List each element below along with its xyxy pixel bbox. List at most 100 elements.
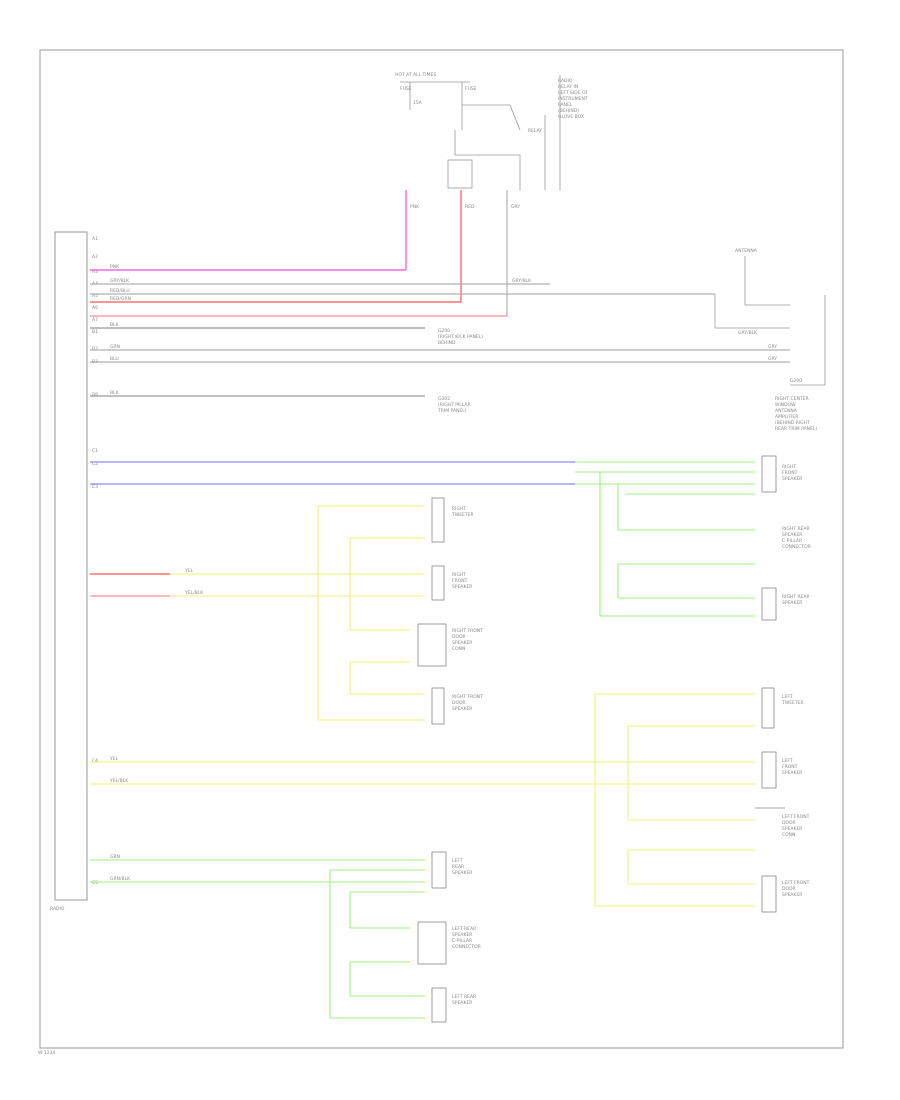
svg-text:LEFT SIDE OF: LEFT SIDE OF — [558, 90, 589, 96]
radio-module[interactable] — [54, 231, 88, 901]
left-rear-speaker-lower[interactable]: LEFT REAR SPEAKER — [431, 987, 476, 1023]
right-front-speaker[interactable]: RIGHT FRONT SPEAKER — [761, 455, 802, 493]
svg-text:LEFT FRONT: LEFT FRONT — [782, 814, 810, 820]
svg-text:G200: G200 — [790, 378, 802, 384]
left-door-speaker[interactable]: LEFT FRONT DOOR SPEAKER — [761, 875, 810, 913]
svg-text:AMPLIFIER: AMPLIFIER — [775, 414, 798, 420]
svg-text:FRONT: FRONT — [452, 578, 468, 584]
module-pins: A1 A2 A3 A4 A5 A6 A7 B1 B2 B3 B8 C1 C2 C… — [92, 236, 98, 886]
right-front-door-speaker-mid[interactable]: RIGHT FRONT SPEAKER — [431, 565, 472, 601]
svg-text:SPEAKER: SPEAKER — [452, 932, 472, 938]
svg-text:SPEAKER: SPEAKER — [782, 476, 802, 482]
svg-text:SPEAKER: SPEAKER — [782, 770, 802, 776]
svg-text:SPEAKER: SPEAKER — [782, 826, 802, 832]
svg-text:LEFT FRONT: LEFT FRONT — [782, 880, 810, 886]
fuse-a-amp: 15A — [413, 100, 423, 106]
svg-text:C1: C1 — [92, 448, 98, 454]
svg-text:FRONT: FRONT — [782, 764, 798, 770]
svg-text:RED/GRN: RED/GRN — [110, 296, 131, 302]
svg-text:GRN: GRN — [110, 344, 120, 350]
svg-text:DOOR: DOOR — [452, 700, 466, 706]
svg-text:SPEAKER: SPEAKER — [452, 870, 472, 876]
svg-text:YEL/BLK: YEL/BLK — [184, 590, 204, 596]
mid-note-b: G302 (RIGHT PILLAR TRIM PANEL) — [437, 396, 471, 414]
svg-text:YEL/BLK: YEL/BLK — [109, 778, 129, 784]
yellow-network-left — [90, 693, 755, 907]
svg-text:C5: C5 — [92, 880, 98, 886]
svg-text:(RIGHT KICK PANEL): (RIGHT KICK PANEL) — [438, 334, 483, 340]
mid-note-a: G200 (RIGHT KICK PANEL) BEHIND — [438, 328, 483, 346]
right-door-speaker[interactable]: RIGHT FRONT DOOR SPEAKER — [431, 687, 483, 725]
svg-text:GRN/BLK: GRN/BLK — [110, 876, 131, 882]
svg-text:SPEAKER: SPEAKER — [782, 600, 802, 606]
svg-text:A6: A6 — [92, 305, 98, 311]
svg-text:LEFT REAR: LEFT REAR — [452, 994, 476, 1000]
svg-text:GRY/BLK: GRY/BLK — [738, 330, 758, 336]
svg-text:(BEHIND RIGHT: (BEHIND RIGHT — [775, 420, 810, 426]
right-tweeter[interactable]: RIGHT TWEETER — [431, 497, 474, 543]
svg-text:YEL: YEL — [109, 756, 119, 762]
svg-text:GLOVE BOX: GLOVE BOX — [558, 114, 584, 120]
svg-text:RED/BLU: RED/BLU — [110, 288, 130, 294]
svg-text:DOOR: DOOR — [452, 634, 466, 640]
svg-text:RIGHT FRONT: RIGHT FRONT — [452, 694, 483, 700]
left-rear-speaker[interactable]: LEFT REAR SPEAKER — [431, 851, 472, 889]
svg-text:LEFT REAR: LEFT REAR — [452, 926, 476, 932]
relay-box[interactable] — [447, 159, 473, 189]
left-rear-connector: LEFT REAR SPEAKER C-PILLAR CONNECTOR — [417, 921, 481, 965]
svg-text:RIGHT: RIGHT — [452, 506, 466, 512]
svg-text:SPEAKER: SPEAKER — [452, 640, 472, 646]
left-tweeter[interactable]: LEFT TWEETER — [761, 687, 804, 729]
svg-text:BEHIND: BEHIND — [438, 340, 456, 346]
svg-text:B8: B8 — [92, 392, 98, 398]
svg-text:TRIM PANEL): TRIM PANEL) — [437, 408, 467, 414]
svg-text:C2: C2 — [92, 461, 98, 467]
svg-text:C-PILLAR: C-PILLAR — [452, 938, 472, 944]
svg-text:INSTRUMENT: INSTRUMENT — [558, 96, 588, 102]
svg-text:GRY/BLK: GRY/BLK — [512, 278, 532, 284]
svg-text:RIGHT REAR: RIGHT REAR — [782, 526, 810, 532]
right-rear-speaker[interactable]: RIGHT REAR SPEAKER — [761, 587, 810, 621]
svg-text:GRN: GRN — [110, 854, 120, 860]
wire-v1-label: PNK — [410, 204, 420, 210]
svg-text:SPEAKER: SPEAKER — [452, 706, 472, 712]
green-network-left — [90, 859, 425, 1019]
svg-text:REAR: REAR — [452, 864, 464, 870]
svg-text:A7: A7 — [92, 317, 98, 323]
svg-text:SPEAKER: SPEAKER — [782, 892, 802, 898]
svg-text:PNK: PNK — [110, 264, 120, 270]
svg-text:LEFT: LEFT — [782, 694, 793, 700]
svg-text:BLU: BLU — [110, 356, 119, 362]
svg-text:(BEHIND): (BEHIND) — [558, 108, 579, 114]
svg-text:C-PILLAR: C-PILLAR — [782, 538, 802, 544]
svg-text:TWEETER: TWEETER — [451, 512, 474, 518]
svg-text:TWEETER: TWEETER — [781, 700, 804, 706]
diagram-frame — [39, 49, 844, 1049]
svg-text:(RIGHT PILLAR: (RIGHT PILLAR — [438, 402, 471, 408]
amp-note: RIGHT CENTER WINDOW ANTENNA AMPLIFIER (B… — [775, 396, 817, 432]
svg-text:RIGHT FRONT: RIGHT FRONT — [452, 628, 483, 634]
svg-text:CONNECTOR: CONNECTOR — [782, 544, 811, 550]
svg-text:G302: G302 — [438, 396, 450, 402]
green-network-right — [575, 461, 755, 617]
svg-text:RELAY IN: RELAY IN — [558, 84, 578, 90]
footer-code: W-1234 — [38, 1050, 55, 1056]
wire-v3-label: GRY — [511, 204, 520, 210]
svg-text:CONN: CONN — [452, 646, 465, 652]
fuse-header: HOT AT ALL TIMES — [395, 72, 436, 78]
svg-text:CONN: CONN — [782, 832, 795, 838]
svg-text:SPEAKER: SPEAKER — [782, 532, 802, 538]
left-front-speaker[interactable]: LEFT FRONT SPEAKER — [761, 751, 802, 789]
right-rear-connector: RIGHT REAR SPEAKER C-PILLAR CONNECTOR — [782, 526, 811, 550]
svg-text:GRY: GRY — [768, 356, 777, 362]
svg-text:BLK: BLK — [110, 322, 120, 328]
svg-text:C3: C3 — [92, 484, 98, 490]
svg-text:LEFT: LEFT — [782, 758, 793, 764]
svg-text:RIGHT: RIGHT — [452, 572, 466, 578]
left-door-connector: LEFT FRONT DOOR SPEAKER CONN — [755, 807, 810, 838]
svg-text:FRONT: FRONT — [782, 470, 798, 476]
relay-label: RELAY — [528, 128, 542, 134]
fuse-a-label: FUSE — [400, 86, 412, 92]
svg-text:CONNECTOR: CONNECTOR — [452, 944, 481, 950]
